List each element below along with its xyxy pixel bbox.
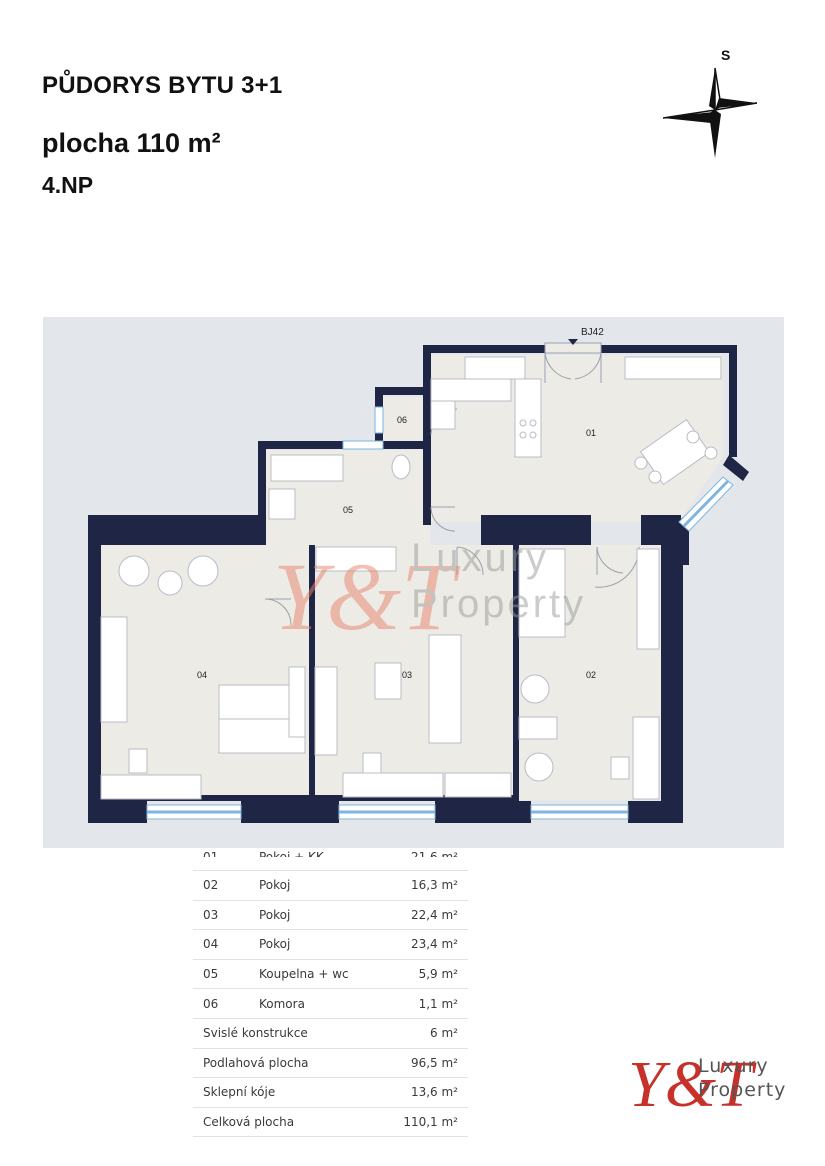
- room-name: Pokoj + KK: [259, 850, 324, 857]
- room-area: 5,9 m²: [381, 959, 468, 990]
- room-area: 22,4 m²: [381, 900, 468, 931]
- room-no: 05: [193, 959, 249, 990]
- watermark-property: Property: [411, 582, 586, 626]
- total-area: 110,1 m²: [381, 1107, 468, 1138]
- table-row-total: Celková plocha 110,1 m²: [193, 1107, 468, 1138]
- room-name: Koupelna + wc: [249, 959, 382, 990]
- table-row-total: Svislé konstrukce 6 m²: [193, 1018, 468, 1049]
- room-no: 03: [193, 900, 249, 931]
- room-no: 04: [193, 929, 249, 960]
- compass-icon: S: [662, 47, 758, 158]
- room-number-05: 05: [343, 505, 353, 515]
- room-name: Komora: [249, 988, 382, 1019]
- total-area: 13,6 m²: [381, 1077, 468, 1108]
- area-table: 01 Pokoj + KK 21,6 m² 02 Pokoj 16,3 m² 0…: [193, 848, 468, 1138]
- room-no: 02: [193, 870, 249, 901]
- room-name: Pokoj: [249, 929, 382, 960]
- total-area: 96,5 m²: [381, 1048, 468, 1079]
- table-row: 03 Pokoj 22,4 m²: [193, 900, 468, 931]
- room-number-01: 01: [586, 428, 596, 438]
- brand-logo: Y&T Luxury Property: [628, 1048, 786, 1120]
- table-row: 01 Pokoj + KK 21,6 m²: [193, 848, 468, 871]
- entrance-arrow-icon: [568, 339, 578, 345]
- room-labels: BJ42 01 02 03 04 05 06: [197, 327, 604, 680]
- table-row-total: Podlahová plocha 96,5 m²: [193, 1048, 468, 1079]
- room-name: Pokoj: [249, 900, 382, 931]
- room-no: 01: [203, 850, 219, 857]
- watermark-monogram: Y&T: [273, 543, 461, 650]
- table-row-total: Sklepní kóje 13,6 m²: [193, 1077, 468, 1108]
- total-name: Podlahová plocha: [193, 1048, 382, 1079]
- room-area: 1,1 m²: [381, 988, 468, 1019]
- room-area: 23,4 m²: [381, 929, 468, 960]
- watermark-luxury: Luxury: [411, 536, 549, 580]
- page-title: PŮDORYS BYTU 3+1: [42, 72, 283, 99]
- room-number-03: 03: [402, 670, 412, 680]
- table-row: 06 Komora 1,1 m²: [193, 988, 468, 1019]
- floor-number: 4.NP: [42, 172, 94, 198]
- room-number-04: 04: [197, 670, 207, 680]
- compass-rose: [662, 67, 758, 158]
- logo-monogram: Y&T: [628, 1048, 757, 1120]
- total-name: Celková plocha: [193, 1107, 382, 1138]
- table-row: 05 Koupelna + wc 5,9 m²: [193, 959, 468, 990]
- room-area: 16,3 m²: [381, 870, 468, 901]
- table-row: 02 Pokoj 16,3 m²: [193, 870, 468, 901]
- room-number-06: 06: [397, 415, 407, 425]
- total-name: Svislé konstrukce: [193, 1018, 382, 1049]
- table-row: 04 Pokoj 23,4 m²: [193, 929, 468, 960]
- room-number-02: 02: [586, 670, 596, 680]
- watermark: Y&T Luxury Property: [273, 536, 586, 650]
- room-no: 06: [193, 988, 249, 1019]
- furniture: [100, 356, 722, 800]
- logo-luxury: Luxury: [698, 1055, 769, 1077]
- total-name: Sklepní kóje: [193, 1077, 382, 1108]
- logo-property: Property: [698, 1079, 786, 1101]
- floor-plan: BJ42 01 02 03 04 05 06 Y&T Luxury Proper…: [43, 317, 784, 848]
- apartment-area: plocha 110 m²: [42, 128, 221, 158]
- room-area: 21,6 m²: [410, 850, 458, 857]
- windows: [146, 406, 734, 820]
- compass-south-label: S: [721, 47, 730, 63]
- unit-label: BJ42: [581, 327, 604, 338]
- room-name: Pokoj: [249, 870, 382, 901]
- total-area: 6 m²: [381, 1018, 468, 1049]
